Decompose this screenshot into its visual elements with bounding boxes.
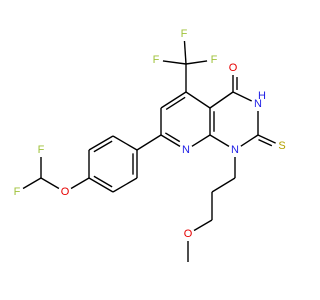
atom-label-n-amide: N: [254, 98, 262, 110]
bond-CHF2-F4: [22, 177, 42, 190]
atom-label-f5: F: [38, 144, 45, 156]
bond-Ar4-O_aryl: [70, 177, 90, 190]
bond-P1-P2: [211, 177, 236, 193]
bond-CF3-F2: [162, 60, 187, 65]
bond-C2-N_ring: [240, 134, 259, 147]
bond-Ar3-Ar4: [88, 177, 114, 193]
bonds-layer: [22, 40, 276, 262]
atom-label-f2: F: [153, 54, 160, 66]
bond-Ar5-Ar6: [88, 135, 114, 151]
atom-label-f3: F: [211, 54, 218, 66]
bond-Ar6-Ar1: [112, 135, 138, 151]
bond-N_ring-C8a: [209, 134, 230, 147]
atom-label-n-pyridine: N: [182, 144, 190, 156]
bond-C5-C6-double: [165, 96, 186, 111]
atom-label-o-ketone: O: [229, 62, 238, 74]
bond-O_aryl-CHF2: [40, 177, 60, 190]
atom-label-n-ring: N: [231, 144, 239, 156]
bond-Ar5-Ar6-double: [93, 140, 113, 153]
atom-label-s-thione: S: [278, 140, 285, 152]
bond-C2-S_thione-double: [258, 138, 273, 147]
atom-label-o-aryl: O: [61, 186, 70, 198]
bond-C4a-C4: [209, 91, 234, 109]
bond-CF3-F1: [183, 40, 187, 65]
bond-Ar2-Ar3: [112, 177, 138, 193]
bond-N_pyridine-C7: [160, 134, 181, 147]
bond-CF3-F3: [185, 60, 208, 65]
bond-C8a-N_pyridine: [191, 134, 211, 147]
bond-P3-O_ether: [193, 219, 213, 232]
bond-C7-Ar1: [136, 134, 162, 151]
atom-label-o-ether: O: [184, 228, 193, 240]
bond-N_pyridine-C7-double: [164, 132, 181, 143]
bond-Ar3-Ar4-double: [93, 175, 113, 188]
bond-C4-N_amide: [232, 91, 252, 102]
atom-label-h-amide: H: [258, 90, 266, 102]
bond-C2-S_thione: [257, 134, 276, 144]
atom-label-f4: F: [14, 186, 21, 198]
atom-label-f1: F: [181, 28, 188, 40]
bond-C5-C6: [160, 91, 187, 109]
bond-C5-C4a: [185, 91, 211, 109]
